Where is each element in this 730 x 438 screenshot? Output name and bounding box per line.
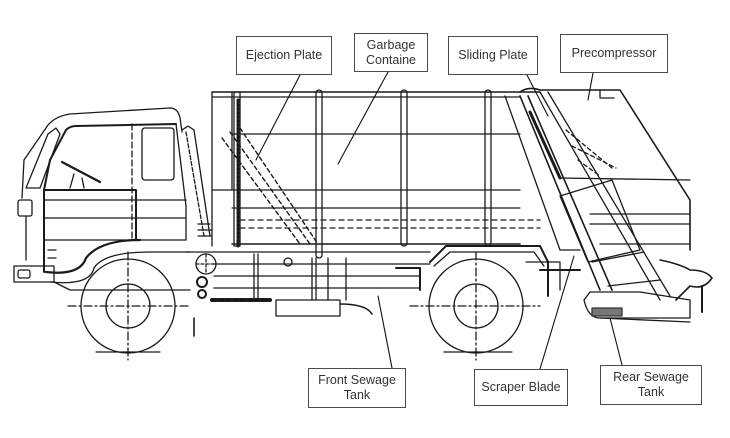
front-wheel <box>67 251 195 361</box>
garbage-container-body <box>211 89 541 259</box>
label-front-sewage-tank: Front Sewage Tank <box>308 368 406 408</box>
exhaust-stack <box>181 125 217 299</box>
rear-wheel <box>409 251 541 361</box>
leader-ejection-plate <box>255 74 301 161</box>
leader-precompressor <box>587 72 594 101</box>
label-rear-sewage-tank: Rear Sewage Tank <box>600 365 702 405</box>
leader-lines <box>255 71 623 370</box>
label-sliding-plate: Sliding Plate <box>448 36 538 75</box>
cab <box>13 107 191 291</box>
leader-sliding-plate <box>526 74 549 117</box>
leader-rear-sewage-tank <box>609 317 623 366</box>
label-precompressor: Precompressor <box>560 34 668 73</box>
precompressor-tailgate <box>504 87 713 323</box>
leader-front-sewage-tank <box>377 295 393 369</box>
chassis <box>185 245 581 317</box>
leader-garbage-container <box>337 71 389 165</box>
label-ejection-plate: Ejection Plate <box>236 36 332 75</box>
label-garbage-container: Garbage Containe <box>354 33 428 72</box>
leader-scraper-blade <box>539 255 575 370</box>
label-scraper-blade: Scraper Blade <box>474 369 568 406</box>
